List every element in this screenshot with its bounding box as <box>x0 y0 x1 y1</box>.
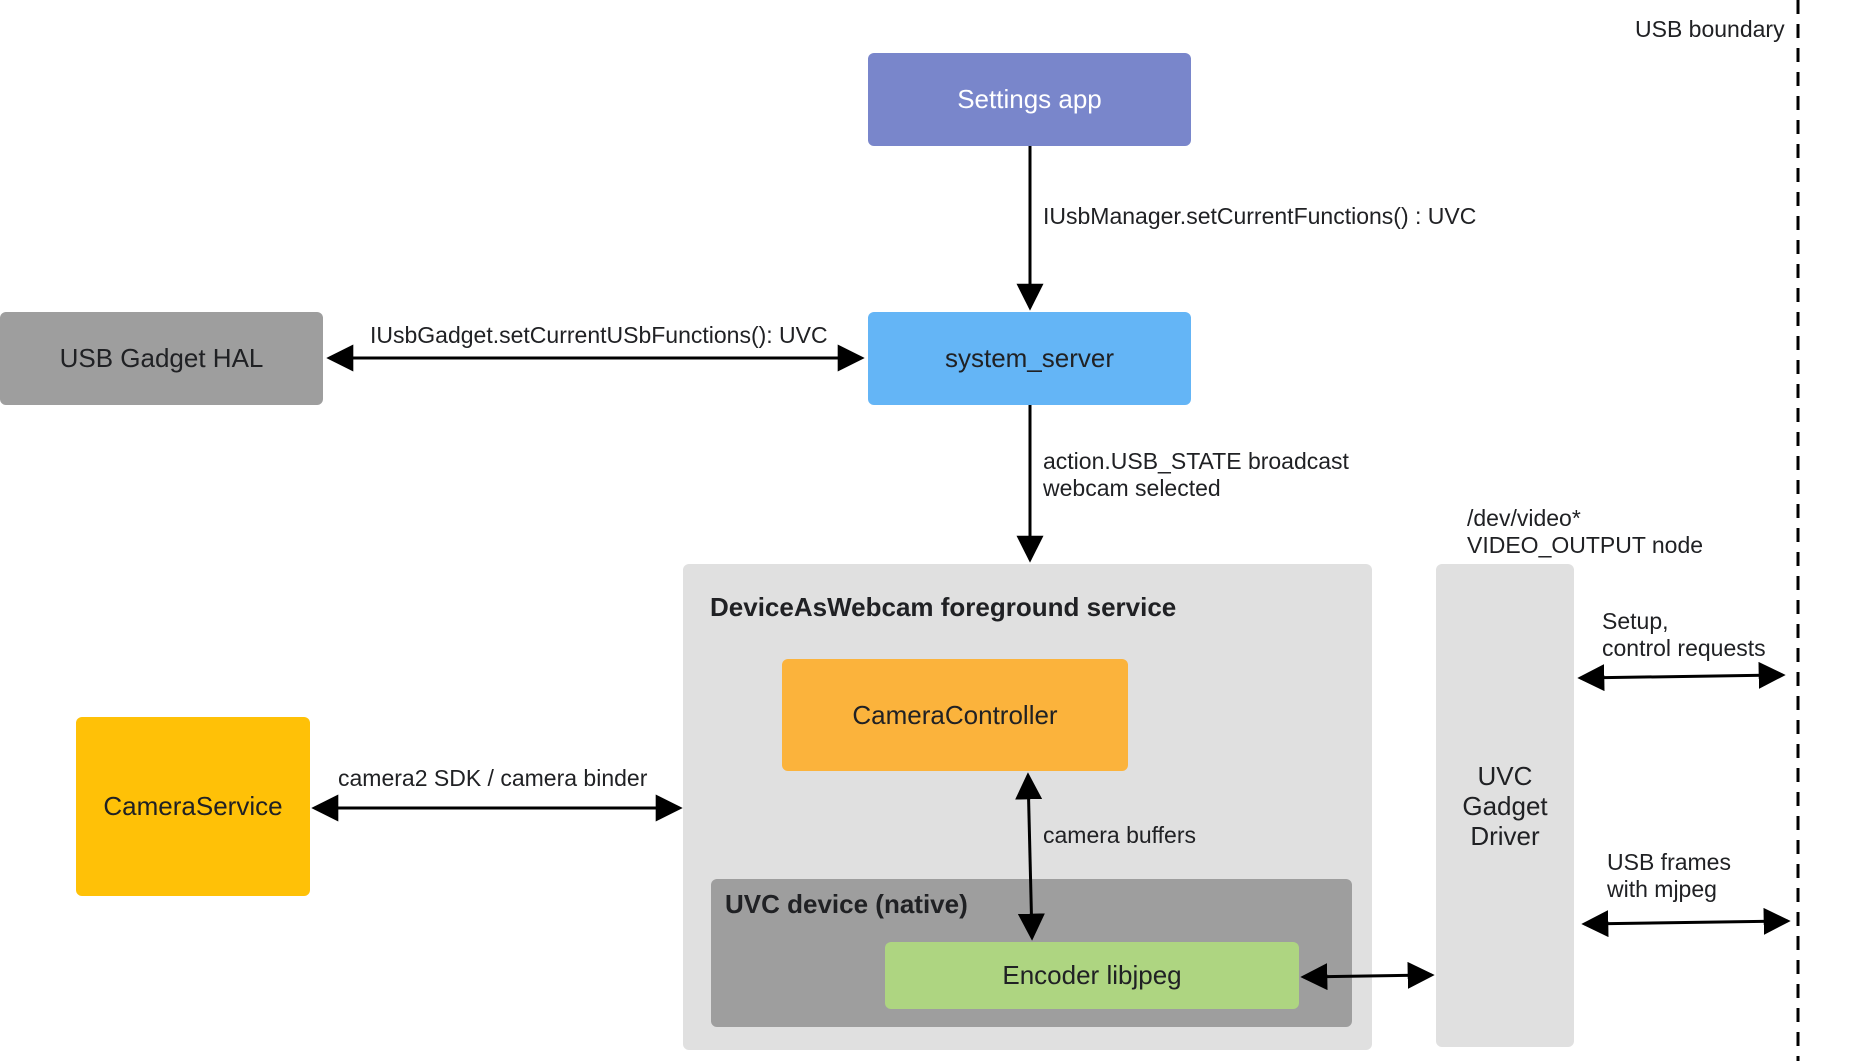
settings-app-label: Settings app <box>957 84 1102 114</box>
uvc-driver-label: UVC Gadget Driver <box>1462 760 1548 851</box>
system-server-node: system_server <box>868 312 1191 405</box>
video-node-label: /dev/video* VIDEO_OUTPUT node <box>1467 505 1704 558</box>
camera-service-node: CameraService <box>76 717 310 896</box>
usb-frames-label: USB frames with mjpeg <box>1607 849 1731 902</box>
camera-service-label: CameraService <box>103 791 283 821</box>
camera-controller-label: CameraController <box>852 699 1058 730</box>
usb-gadget-hal-label: USB Gadget HAL <box>59 343 264 373</box>
setup-requests-label: Setup, control requests <box>1602 608 1766 661</box>
server-to-webcam-label: action.USB_STATE broadcast webcam select… <box>1043 448 1349 501</box>
usb-boundary-label: USB boundary <box>1635 16 1785 42</box>
encoder-node: Encoder libjpeg <box>885 942 1299 1009</box>
system-server-label: system_server <box>944 343 1115 373</box>
hal-server-label: IUsbGadget.setCurrentUSbFunctions(): UVC <box>370 322 828 348</box>
arrow-usb-frames <box>1581 907 1791 938</box>
uvc-driver-node: UVC Gadget Driver <box>1436 564 1574 1047</box>
arrow-camera-buffers <box>1015 772 1045 941</box>
arrow-encoder-driver <box>1300 961 1435 991</box>
arrow-setup-requests <box>1577 661 1786 692</box>
usb-gadget-hal-node: USB Gadget HAL <box>0 312 323 405</box>
camera-sdk-label: camera2 SDK / camera binder <box>338 765 648 791</box>
camera-buffers-label: camera buffers <box>1043 822 1196 848</box>
settings-app-node: Settings app <box>868 53 1191 146</box>
encoder-label: Encoder libjpeg <box>1002 960 1182 990</box>
settings-to-server-label: IUsbManager.setCurrentFunctions() : UVC <box>1043 203 1477 229</box>
uvc-device-label: UVC device (native) <box>725 889 968 919</box>
camera-controller-node: CameraController <box>782 659 1128 771</box>
webcam-service-label: DeviceAsWebcam foreground service <box>710 592 1177 622</box>
